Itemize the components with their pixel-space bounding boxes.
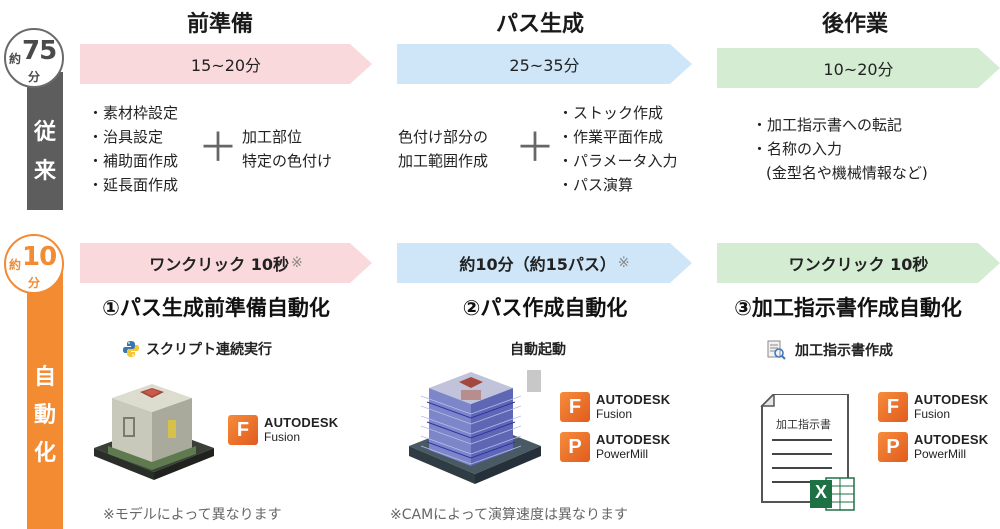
list-item: ・補助面作成 bbox=[88, 152, 179, 170]
auto-label-3: 化 bbox=[33, 441, 56, 466]
auto-total-badge: 約 10 分 bbox=[4, 234, 64, 294]
work-instruction-document: 加工指示書 bbox=[760, 394, 860, 512]
legacy-path-time-arrow: 25~35分 bbox=[397, 44, 692, 84]
fusion-icon: F bbox=[878, 392, 908, 422]
legacy-label-1: 従 bbox=[33, 120, 56, 145]
legacy-post-list: ・加工指示書への転記 ・名称の入力 (金型名や機械情報など) bbox=[752, 113, 928, 185]
powermill-icon: P bbox=[560, 432, 590, 462]
powermill-logo: P AUTODESK PowerMill bbox=[560, 432, 670, 462]
part-model-image bbox=[88, 376, 218, 494]
fusion-icon: F bbox=[560, 392, 590, 422]
auto-prep-time: ワンクリック 10秒 bbox=[149, 255, 290, 274]
list-item: 色付け部分の bbox=[398, 128, 489, 146]
auto-prep-time-mark: ※ bbox=[291, 255, 303, 271]
auto-prep-sub: スクリプト連続実行 bbox=[122, 339, 272, 359]
logo-brand: AUTODESK bbox=[914, 432, 989, 447]
auto-path-time-mark: ※ bbox=[617, 255, 630, 271]
legacy-prep-time-arrow: 15~20分 bbox=[80, 44, 372, 84]
list-item: ・延長面作成 bbox=[88, 176, 179, 194]
list-item: ・作業平面作成 bbox=[558, 128, 664, 146]
logo-product: Fusion bbox=[914, 407, 951, 421]
legacy-prep-list: ・素材枠設定 ・治具設定 ・補助面作成 ・延長面作成 bbox=[88, 101, 178, 197]
legacy-total-prefix: 約 bbox=[9, 52, 22, 66]
list-item: ・パス演算 bbox=[558, 176, 634, 194]
auto-label-1: 自 bbox=[33, 365, 56, 390]
powermill-logo: P AUTODESK PowerMill bbox=[878, 432, 988, 462]
document-label: 加工指示書 bbox=[776, 418, 831, 431]
toolpath-image bbox=[405, 366, 545, 500]
list-item: 加工部位 bbox=[242, 128, 303, 146]
legacy-path-list: ・ストック作成 ・作業平面作成 ・パラメータ入力 ・パス演算 bbox=[558, 101, 678, 197]
auto-band bbox=[27, 270, 63, 529]
column-header-post: 後作業 bbox=[821, 12, 888, 37]
logo-product: Fusion bbox=[264, 430, 301, 444]
legacy-prep-extra: 加工部位 特定の色付け bbox=[242, 125, 332, 173]
list-item: 加工範囲作成 bbox=[398, 152, 489, 170]
legacy-path-time: 25~35分 bbox=[509, 56, 580, 75]
auto-post-time: ワンクリック 10秒 bbox=[788, 255, 929, 274]
column-header-prep: 前準備 bbox=[186, 12, 253, 37]
list-item: ・加工指示書への転記 bbox=[752, 116, 903, 134]
column-header-path: パス生成 bbox=[495, 12, 584, 37]
auto-prep-title: ①パス生成前準備自動化 bbox=[102, 296, 330, 320]
auto-post-time-arrow: ワンクリック 10秒 bbox=[717, 243, 1000, 283]
list-item: ・名称の入力 bbox=[752, 140, 843, 158]
auto-label-2: 動 bbox=[33, 403, 56, 428]
legacy-post-time-arrow: 10~20分 bbox=[717, 48, 1000, 88]
logo-brand: AUTODESK bbox=[596, 392, 671, 407]
logo-brand: AUTODESK bbox=[596, 432, 671, 447]
legacy-label-2: 来 bbox=[33, 159, 56, 184]
auto-path-sub: 自動起動 bbox=[510, 342, 566, 358]
legacy-prep-time: 15~20分 bbox=[190, 56, 262, 75]
legacy-total-number: 75 bbox=[22, 36, 57, 66]
legacy-path-lead: 色付け部分の 加工範囲作成 bbox=[398, 125, 488, 173]
auto-total-unit: 分 bbox=[28, 276, 41, 290]
fusion-logo: F AUTODESK Fusion bbox=[228, 415, 338, 445]
list-item: (金型名や機械情報など) bbox=[766, 164, 928, 182]
auto-total-prefix: 約 bbox=[9, 258, 22, 272]
auto-total-number: 10 bbox=[22, 242, 57, 272]
logo-brand: AUTODESK bbox=[264, 415, 339, 430]
fusion-logo: F AUTODESK Fusion bbox=[560, 392, 670, 422]
fusion-icon: F bbox=[228, 415, 258, 445]
powermill-icon: P bbox=[878, 432, 908, 462]
legacy-post-time: 10~20分 bbox=[823, 60, 894, 79]
excel-letter: X bbox=[814, 482, 827, 502]
legacy-total-badge: 約 75 分 bbox=[4, 28, 64, 88]
auto-post-sub-text: 加工指示書作成 bbox=[795, 343, 893, 359]
auto-prep-note: ※モデルによって異なります bbox=[103, 507, 282, 523]
legacy-total-unit: 分 bbox=[28, 70, 41, 84]
auto-path-title: ②パス作成自動化 bbox=[462, 296, 628, 320]
list-item: ・ストック作成 bbox=[558, 104, 664, 122]
auto-path-time-arrow: 約10分（約15パス）※ bbox=[397, 243, 692, 283]
auto-path-note: ※CAMによって演算速度は異なります bbox=[390, 507, 629, 523]
list-item: ・パラメータ入力 bbox=[558, 152, 678, 170]
list-item: 特定の色付け bbox=[242, 152, 333, 170]
auto-path-time: 約10分（約15パス） bbox=[459, 255, 616, 274]
list-item: ・治具設定 bbox=[88, 128, 164, 146]
logo-brand: AUTODESK bbox=[914, 392, 989, 407]
list-item: ・素材枠設定 bbox=[88, 104, 179, 122]
python-icon bbox=[122, 340, 140, 358]
logo-product: Fusion bbox=[596, 407, 633, 421]
fusion-logo: F AUTODESK Fusion bbox=[878, 392, 988, 422]
logo-product: PowerMill bbox=[914, 447, 967, 461]
auto-prep-time-arrow: ワンクリック 10秒※ bbox=[80, 243, 372, 283]
auto-prep-sub-text: スクリプト連続実行 bbox=[146, 342, 272, 358]
auto-post-title: ③加工指示書作成自動化 bbox=[734, 296, 962, 320]
plus-sign: ＋ bbox=[198, 125, 238, 171]
excel-icon: X bbox=[810, 474, 856, 514]
document-search-icon bbox=[765, 339, 787, 361]
auto-post-sub: 加工指示書作成 bbox=[765, 339, 893, 361]
legacy-band bbox=[27, 72, 63, 210]
logo-product: PowerMill bbox=[596, 447, 649, 461]
plus-sign: ＋ bbox=[515, 125, 555, 171]
